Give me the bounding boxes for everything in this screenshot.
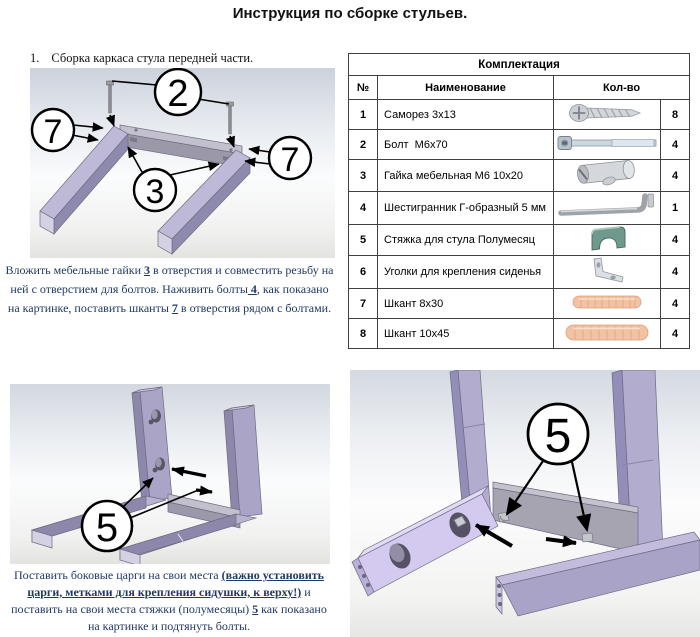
row-num: 4 (348, 191, 378, 225)
row-qty: 4 (659, 255, 691, 289)
callout-3: 3 (127, 146, 220, 213)
text-run: 4 (247, 281, 257, 296)
table-row: 1 Саморез 3х13 8 (348, 99, 691, 130)
row-num: 3 (348, 159, 378, 192)
row-num: 5 (348, 224, 378, 256)
row-num: 1 (348, 99, 378, 130)
text-run: 7 (171, 300, 178, 315)
col-header-name: Наименование (377, 75, 554, 100)
svg-text:7: 7 (281, 141, 300, 179)
bolt-icon (557, 136, 657, 150)
step1-instructions: Вложить мебельные гайки 3 в отверстия и … (4, 261, 335, 318)
row-qty: 1 (659, 191, 691, 225)
row-qty: 4 (659, 224, 691, 256)
bolt-pin-left (105, 80, 115, 127)
row-name: Шкант 8х30 (377, 288, 554, 319)
text-run: 5 (252, 602, 259, 617)
callout-5: 5 (505, 402, 592, 533)
arrow-to-hole (474, 523, 514, 548)
arrow-to-rail (545, 535, 577, 548)
text-run: (важно установить царги, метками для кре… (27, 568, 324, 600)
parts-table: Комплектация № Наименование Кол-во 1 Сам… (347, 53, 691, 349)
svg-text:5: 5 (96, 506, 118, 550)
dowel-large-icon (565, 324, 649, 340)
step2-instructions: Поставить боковые царги на свои места (в… (4, 567, 334, 635)
diagram-closeup: 5 (350, 370, 700, 637)
middle-rail (492, 481, 639, 554)
callout-2: 2 (111, 68, 230, 117)
barrel-nut-icon (577, 160, 635, 186)
row-name: Уголки для крепления сиденья (377, 255, 554, 289)
diagram-front-frame: 2 7 7 3 (30, 68, 335, 258)
row-qty: 4 (659, 288, 691, 319)
text-run: 3 (144, 263, 151, 277)
step1-number: 1. (30, 51, 40, 65)
row-name: Гайка мебельная М6 10х20 (377, 159, 554, 192)
row-name: Стяжка для стула Полумесяц (377, 224, 554, 256)
table-row: 2 Болт М6х70 4 (348, 129, 691, 160)
text-run: как показано на картинке и подтянуть бол… (87, 602, 327, 634)
row-num: 7 (348, 288, 378, 319)
left-post (131, 386, 173, 505)
dowel-small-icon (572, 295, 642, 309)
half-moon-bracket-right (581, 532, 594, 543)
step1-heading: 1. Сборка каркаса стула передней части. (30, 51, 253, 66)
diagram-side-frame: 5 (10, 384, 330, 564)
right-leg (157, 149, 251, 255)
right-side-rail (495, 531, 700, 617)
table-row: 4 Шестигранник Г-образный 5 мм 1 (348, 191, 691, 225)
right-post (223, 404, 263, 521)
row-qty: 8 (659, 99, 691, 130)
svg-text:5: 5 (545, 410, 572, 463)
row-name: Болт М6х70 (377, 129, 554, 160)
callout-7-left: 7 (30, 107, 104, 153)
text-run: в отверстия рядом с болтами. (177, 300, 332, 315)
row-qty: 4 (659, 318, 691, 349)
left-side-rail (351, 485, 499, 597)
callout-5: 5 (80, 466, 213, 553)
table-row: 5 Стяжка для стула Полумесяц 4 (348, 224, 691, 256)
svg-text:3: 3 (146, 173, 165, 211)
row-num: 2 (348, 129, 378, 160)
step1-heading-text: Сборка каркаса стула передней части. (51, 51, 254, 65)
row-num: 8 (348, 318, 378, 349)
corner-bracket-icon (593, 257, 624, 283)
text-run: в отверстия и совместить резьбу на ней с… (10, 263, 334, 296)
col-header-qty: Кол-во (552, 75, 691, 100)
row-qty: 4 (659, 159, 691, 192)
table-row: 7 Шкант 8х30 4 (348, 288, 691, 319)
text-run: Вложить мебельные гайки (5, 263, 145, 277)
row-num: 6 (348, 255, 378, 289)
row-name: Шкант 10х45 (377, 318, 554, 349)
svg-text:2: 2 (167, 73, 188, 115)
row-name: Саморез 3х13 (377, 99, 554, 130)
ground-bar-right (118, 513, 258, 564)
col-header-num: № (348, 75, 378, 100)
table-title: Комплектация (347, 53, 691, 76)
page-title: Инструкция по сборке стульев. (232, 5, 468, 22)
hex-key-icon (558, 193, 654, 216)
row-name: Шестигранник Г-образный 5 мм (377, 191, 554, 225)
callout-7-right: 7 (244, 135, 313, 181)
screw-icon (569, 104, 642, 122)
left-leg (39, 125, 129, 235)
table-row: 6 Уголки для крепления сиденья 4 (348, 255, 691, 289)
row-qty: 4 (659, 129, 691, 160)
table-row: 8 Шкант 10х45 4 (348, 318, 691, 349)
half-moon-bracket-icon (591, 226, 626, 251)
text-run: и поставить на свои места стяжки (полуме… (11, 585, 311, 617)
svg-text:7: 7 (44, 113, 63, 151)
table-row: 3 Гайка мебельная М6 10х20 4 (348, 159, 691, 192)
text-run: Поставить боковые царги на свои места (14, 568, 222, 582)
text-run: , как показано на картинке, поставить шк… (7, 281, 329, 315)
